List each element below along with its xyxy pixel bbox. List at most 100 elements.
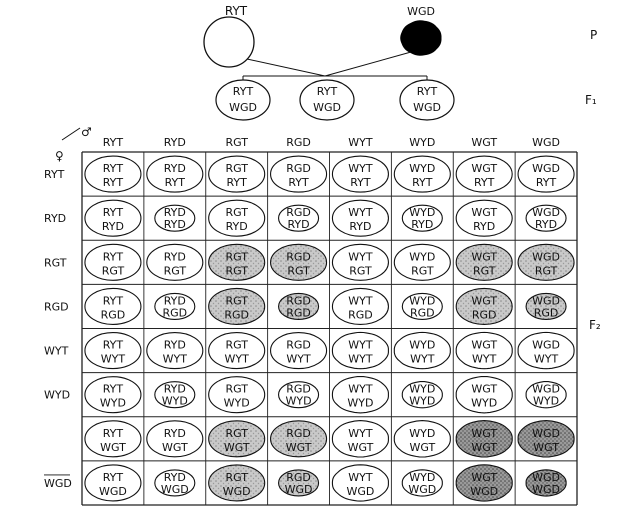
cross-line-left <box>246 58 326 77</box>
cell-gamete-male: WGT <box>471 383 497 396</box>
cell-gamete-male: WYT <box>348 339 373 352</box>
offspring-shape <box>208 332 266 370</box>
cell-gamete-female: WYD <box>347 397 373 410</box>
cell-gamete-male: WGT <box>471 427 497 440</box>
offspring-shape <box>208 376 266 414</box>
offspring-shape <box>84 287 142 325</box>
cell-gamete-male: RGD <box>286 471 311 484</box>
cell-gamete-female: RYT <box>165 176 186 189</box>
cell-gamete-female: WGD <box>532 483 560 496</box>
offspring-shape <box>84 464 142 502</box>
offspring-shape <box>146 155 204 193</box>
cell-gamete-female: RGD <box>224 308 249 321</box>
offspring-shape <box>331 331 389 370</box>
cell-gamete-female: WGD <box>161 483 189 496</box>
cell-gamete-male: RGD <box>286 250 311 263</box>
cell-gamete-male: WGT <box>471 206 497 219</box>
cell-gamete-male: WYD <box>409 471 435 484</box>
cell-gamete-female: RGD <box>410 306 435 319</box>
offspring-shape <box>278 204 320 232</box>
offspring-shape <box>146 243 204 281</box>
cell-gamete-female: WYT <box>225 353 250 366</box>
offspring-shape <box>455 464 513 502</box>
cell-gamete-female: WYT <box>348 353 373 366</box>
cell-gamete-female: RGT <box>411 264 434 277</box>
cell-gamete-male: WGD <box>532 250 560 263</box>
cell-gamete-female: RGT <box>102 264 125 277</box>
cell-gamete-male: RGT <box>225 427 248 440</box>
offspring-shape <box>331 199 389 237</box>
cell-gamete-female: RYT <box>350 176 371 189</box>
cell-gamete-female: RYD <box>226 220 248 233</box>
offspring-shape <box>393 155 451 193</box>
f1-offspring-line1: RYT <box>417 85 438 98</box>
row-header: WYT <box>44 345 69 358</box>
cell-gamete-female: RGT <box>535 264 558 277</box>
cell-gamete-female: RGD <box>472 308 497 321</box>
cell-gamete-male: WYT <box>348 206 373 219</box>
cell-gamete-female: WGT <box>224 441 250 454</box>
cell-gamete-male: RGT <box>225 383 248 396</box>
parent-1-circle <box>203 16 255 68</box>
cell-gamete-female: WGT <box>409 441 435 454</box>
offspring-shape <box>401 381 443 409</box>
offspring-shape <box>455 199 513 237</box>
cell-gamete-male: WYD <box>409 383 435 396</box>
offspring-shape <box>525 204 567 232</box>
offspring-shape <box>84 376 142 414</box>
cell-gamete-female: WGD <box>223 485 251 498</box>
cell-gamete-female: WYT <box>163 353 188 366</box>
cell-gamete-female: RGD <box>534 306 559 319</box>
cell-gamete-male: RYD <box>164 294 186 307</box>
offspring-shape <box>517 243 575 281</box>
offspring-shape <box>525 292 567 320</box>
cell-gamete-male: WYT <box>348 383 373 396</box>
cell-gamete-male: WGT <box>471 339 497 352</box>
offspring-shape <box>84 199 142 237</box>
cell-gamete-male: RGD <box>286 294 311 307</box>
offspring-shape <box>208 420 266 458</box>
cell-gamete-male: RGT <box>225 471 248 484</box>
offspring-shape <box>393 420 451 458</box>
cell-gamete-male: RGT <box>225 206 248 219</box>
cell-gamete-female: RYT <box>412 176 433 189</box>
cell-gamete-male: WYT <box>348 471 373 484</box>
cell-gamete-female: WGT <box>471 441 497 454</box>
cell-gamete-female: WGT <box>100 441 126 454</box>
cell-gamete-male: RYD <box>164 471 186 484</box>
cell-gamete-male: RYD <box>164 250 186 263</box>
offspring-shape <box>331 155 389 193</box>
row-header: RYD <box>44 212 66 225</box>
offspring-shape <box>208 199 266 237</box>
cell-gamete-male: RYD <box>164 339 186 352</box>
cell-gamete-female: RGT <box>225 264 248 277</box>
cell-gamete-male: RYD <box>164 383 186 396</box>
parent-2-label: WGD <box>407 5 435 18</box>
cross-line-right <box>324 51 412 77</box>
cell-gamete-female: RGT <box>473 264 496 277</box>
cell-gamete-male: RGD <box>286 339 311 352</box>
cell-gamete-female: RGT <box>287 264 310 277</box>
offspring-shape <box>517 155 575 193</box>
cell-gamete-female: RYD <box>473 220 495 233</box>
